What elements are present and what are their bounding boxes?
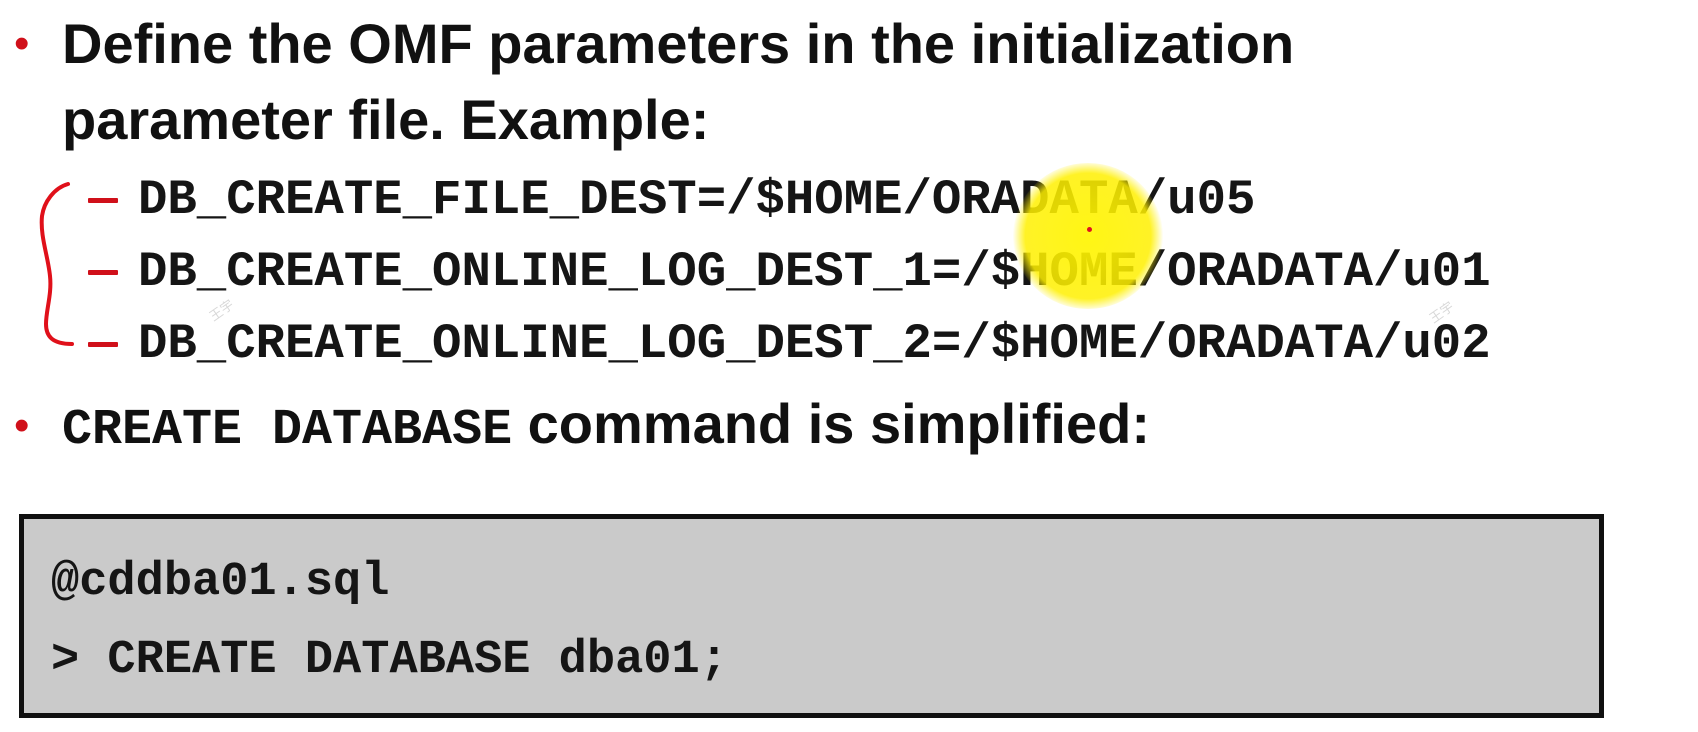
dash-marker (88, 270, 118, 275)
bullet-text-line-1: Define the OMF parameters in the initial… (62, 12, 1295, 75)
param-text: DB_CREATE_ONLINE_LOG_DEST_2=/$HOME/ORADA… (138, 316, 1491, 372)
bullet-text-line-2: parameter file. Example: (62, 88, 710, 151)
bullet-text-create-database: CREATE DATABASE command is simplified: (62, 396, 1150, 456)
bullet-marker: • (14, 401, 30, 450)
dash-marker (88, 342, 118, 347)
code-line-1: @cddba01.sql (51, 556, 390, 609)
bullet-text: command is simplified: (512, 392, 1150, 455)
dash-marker (88, 198, 118, 203)
param-text: DB_CREATE_ONLINE_LOG_DEST_1=/$HOME/ORADA… (138, 244, 1491, 300)
inline-code: CREATE DATABASE (62, 402, 513, 459)
param-text: DB_CREATE_FILE_DEST=/$HOME/ORADATA/u05 (138, 172, 1256, 228)
bullet-marker: • (14, 19, 30, 68)
code-block: @cddba01.sql > CREATE DATABASE dba01; (19, 514, 1604, 718)
bracket-annotation (39, 182, 74, 346)
cursor-dot (1087, 227, 1092, 232)
code-line-2: > CREATE DATABASE dba01; (51, 634, 728, 687)
